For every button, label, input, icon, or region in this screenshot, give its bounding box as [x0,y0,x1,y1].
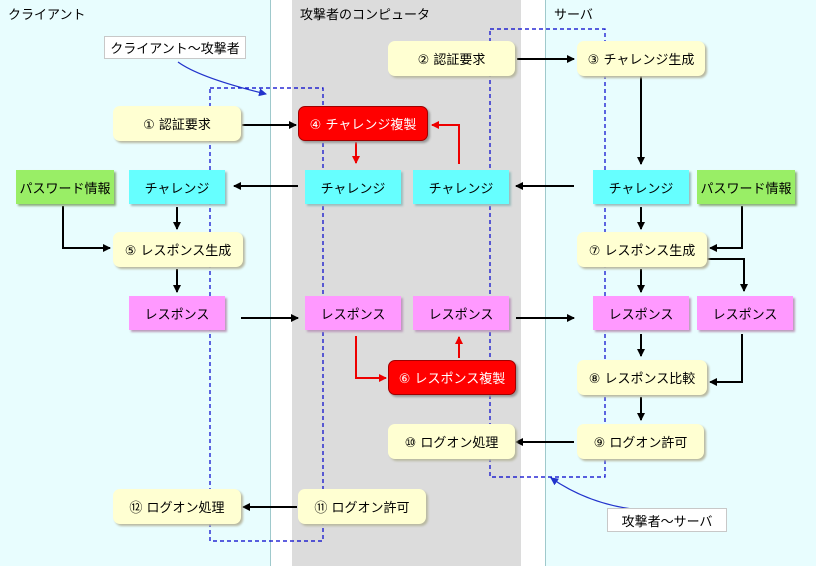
node-password-server: パスワード情報 [697,170,795,204]
node-response-copy: ⑥ レスポンス複製 [388,360,516,395]
red-arrow-challenge-to-4 [431,121,460,164]
server-panel-title: サーバ [554,8,593,23]
node-challenge-generate: ③ チャレンジ生成 [577,41,705,76]
arrow-7-to-server-response-right [706,258,748,292]
node-auth-request-client: ① 認証要求 [113,106,241,141]
client-panel-title: クライアント [8,8,86,23]
node-auth-request-attacker: ② 認証要求 [388,41,515,76]
callout-attacker-server-leader [550,477,641,511]
red-arrow-response-to-6 [355,336,387,382]
node-response-client: レスポンス [129,296,225,330]
node-response-generate-server: ⑦ レスポンス生成 [577,232,707,267]
attacker-panel-title: 攻撃者のコンピュータ [300,8,431,23]
node-challenge-attacker-left: チャレンジ [305,170,401,204]
node-response-compare: ⑧ レスポンス比較 [577,360,707,395]
node-logon-permit-server: ⑨ ログオン許可 [577,424,704,459]
node-challenge-client: チャレンジ [129,170,225,204]
node-logon-process-client: ⑫ ログオン処理 [113,489,241,524]
node-challenge-attacker-right: チャレンジ [413,170,509,204]
node-challenge-copy: ④ チャレンジ複製 [298,106,428,141]
server-panel: サーバ [545,0,816,566]
node-logon-permit-attacker: ⑪ ログオン許可 [298,489,426,524]
arrow-client-password-to-5 [62,206,111,252]
callout-attacker-server: 攻撃者〜サーバ [607,508,727,532]
node-response-generate-client: ⑤ レスポンス生成 [113,232,243,267]
arrow-server-password-to-7 [709,206,743,252]
node-response-attacker-left: レスポンス [305,296,401,330]
arrow-server-response-right-to-8 [709,334,743,386]
attacker-panel: 攻撃者のコンピュータ [292,0,521,566]
node-password-client: パスワード情報 [16,170,114,204]
callout-client-attacker-leader [177,61,267,97]
node-response-server-left: レスポンス [593,296,689,330]
node-response-attacker-right: レスポンス [413,296,509,330]
node-challenge-server: チャレンジ [593,170,689,204]
client-panel: クライアント [0,0,271,566]
client-attacker-connection [209,87,324,542]
node-logon-process-attacker: ⑩ ログオン処理 [388,424,515,459]
node-response-server-right: レスポンス [697,296,793,330]
callout-client-attacker: クライアント〜攻撃者 [104,36,246,59]
